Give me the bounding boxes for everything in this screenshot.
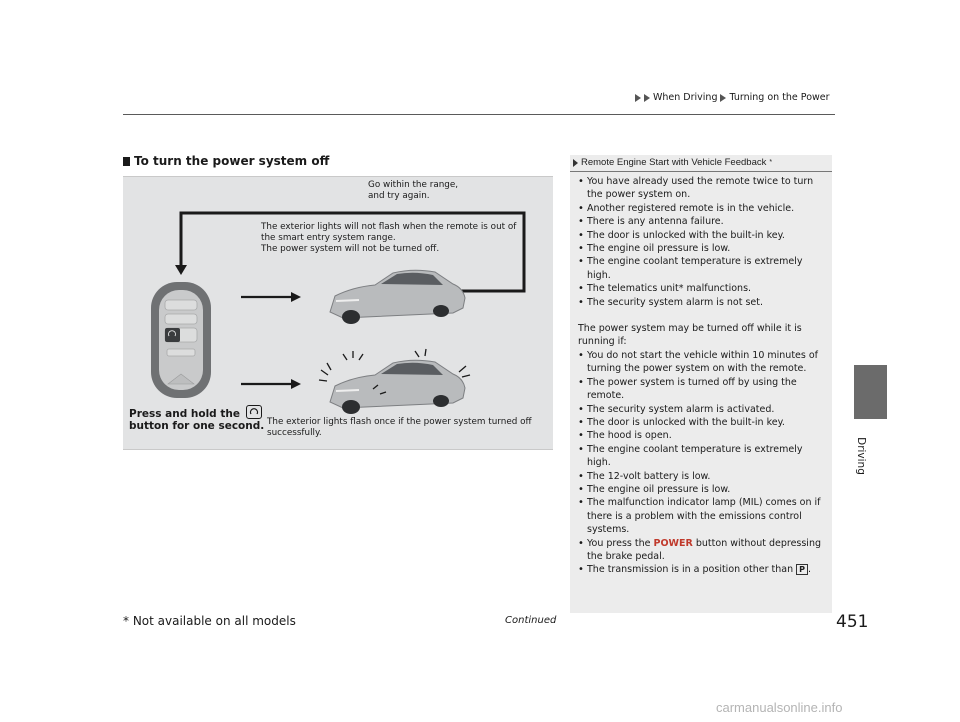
action-arrowhead-icon: [291, 292, 301, 302]
list-item: You do not start the vehicle within 10 m…: [578, 349, 828, 376]
breadcrumb: When Driving Turning on the Power: [635, 92, 830, 103]
notes-body: You have already used the remote twice t…: [578, 175, 828, 577]
notes-paragraph: The power system may be turned off while…: [578, 323, 802, 348]
success-text: The exterior lights flash once if the po…: [267, 417, 532, 438]
list-item: The door is unlocked with the built-in k…: [578, 229, 828, 243]
car-flashing: [318, 348, 471, 414]
section-marker-icon: [123, 156, 130, 166]
page-number: 451: [836, 612, 869, 632]
list-item-transmission: The transmission is in a position other …: [578, 563, 828, 577]
breadcrumb-arrow-icon: [720, 93, 727, 102]
retry-text: Go within the range,and try again.: [368, 180, 459, 201]
list-item: The power system is turned off by using …: [578, 376, 828, 403]
list-item: There is any antenna failure.: [578, 215, 828, 229]
chapter-tab[interactable]: [854, 365, 887, 419]
list-item: The malfunction indicator lamp (MIL) com…: [578, 496, 828, 536]
retry-loop-line: [179, 211, 526, 293]
continued-label: Continued: [505, 615, 557, 626]
notes-rule: [570, 171, 832, 172]
car-no-flash: [329, 269, 466, 324]
action-arrowhead-icon: [291, 379, 301, 389]
list-item: The 12-volt battery is low.: [578, 470, 828, 484]
notes-list-a: You have already used the remote twice t…: [578, 175, 828, 309]
footnote: * Not available on all models: [123, 614, 296, 628]
park-gear-icon: P: [796, 564, 808, 576]
list-item: The security system alarm is activated.: [578, 403, 828, 417]
list-item: Another registered remote is in the vehi…: [578, 202, 828, 216]
illustration-graphics: [151, 211, 526, 414]
list-item: The engine oil pressure is low.: [578, 242, 828, 256]
list-item: The door is unlocked with the built-in k…: [578, 416, 828, 430]
section-title: To turn the power system off: [123, 154, 329, 168]
list-item: The hood is open.: [578, 429, 828, 443]
remote-key-fob: [151, 282, 211, 398]
flash-lines-icon: [318, 348, 471, 395]
notes-heading: Remote Engine Start with Vehicle Feedbac…: [573, 157, 772, 168]
notes-marker-icon: [573, 158, 578, 167]
list-item: The engine coolant temperature is extrem…: [578, 443, 828, 470]
chapter-tab-label: Driving: [854, 437, 867, 475]
breadcrumb-item[interactable]: Turning on the Power: [729, 92, 830, 103]
list-item: The engine coolant temperature is extrem…: [578, 255, 828, 282]
header-rule: [123, 114, 835, 115]
breadcrumb-item[interactable]: When Driving: [653, 92, 718, 103]
remote-start-button-icon: [245, 405, 262, 419]
retry-arrowhead-icon: [175, 265, 187, 275]
instruction-text: Press and hold the button for one second…: [129, 405, 264, 432]
fail-text: The exterior lights will not flash when …: [261, 222, 517, 254]
list-item: The engine oil pressure is low.: [578, 483, 828, 497]
breadcrumb-arrow-icon: [644, 93, 650, 102]
list-item: The telematics unit* malfunctions.: [578, 282, 828, 296]
list-item: The security system alarm is not set.: [578, 296, 828, 310]
list-item: You have already used the remote twice t…: [578, 175, 828, 202]
power-button-label: POWER: [653, 537, 693, 549]
watermark: carmanualsonline.info: [716, 700, 843, 715]
notes-list-b: You do not start the vehicle within 10 m…: [578, 349, 828, 577]
breadcrumb-arrow-icon: [635, 93, 641, 102]
list-item-power: You press the POWER button without depre…: [578, 537, 828, 564]
